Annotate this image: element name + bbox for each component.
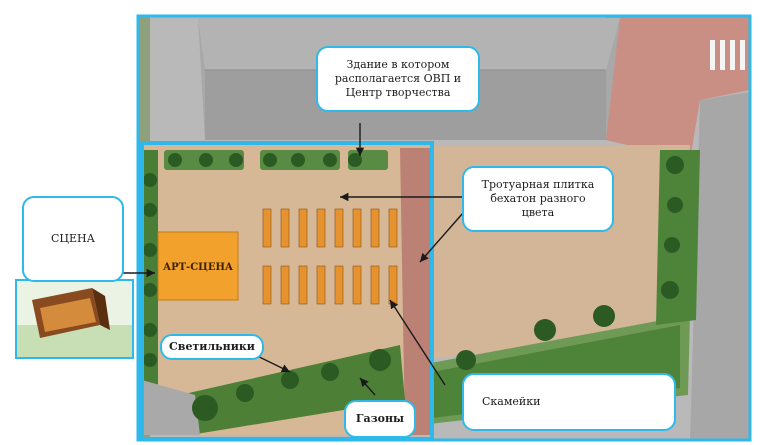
- site-frame: [140, 141, 434, 441]
- callout-benches: Скамейки: [462, 373, 676, 431]
- callout-lawns: Газоны: [344, 400, 416, 438]
- trees: [143, 153, 684, 421]
- callout-paving: Тротуарная плитка бехатон разного цвета: [462, 166, 614, 232]
- callout-benches-label: Скамейки: [482, 395, 541, 408]
- callout-stage: СЦЕНА: [22, 196, 124, 282]
- callout-building: Здание в котором располагается ОВП и Цен…: [316, 46, 480, 112]
- art-stage: [157, 231, 239, 301]
- stage-photo: [15, 279, 134, 359]
- outer-frame: [136, 14, 752, 442]
- crosswalk: [710, 40, 745, 70]
- callout-lights: Светильники: [160, 334, 264, 360]
- art-stage-label: АРТ-СЦЕНА: [163, 262, 234, 273]
